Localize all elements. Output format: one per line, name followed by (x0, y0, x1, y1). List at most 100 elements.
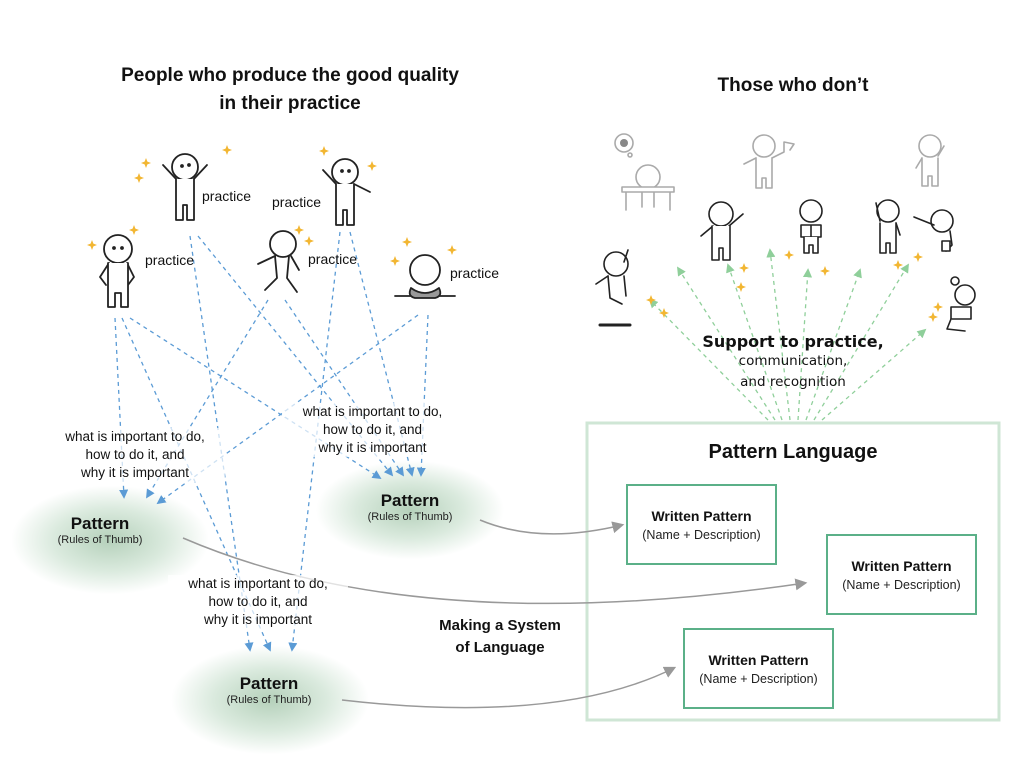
sparkle-icon (390, 256, 400, 266)
pattern-node: Pattern (Rules of Thumb) (40, 514, 160, 546)
sparkle-icon (784, 250, 794, 260)
annotation-line: why it is important (203, 612, 313, 627)
sparkle-icon (87, 240, 97, 250)
pattern-node: Pattern (Rules of Thumb) (350, 491, 470, 523)
pattern-name: Pattern (239, 674, 299, 693)
practice-label: practice (202, 188, 252, 204)
annotation-line: why it is important (318, 440, 427, 455)
left-section-title: People who produce the good quality in t… (60, 62, 520, 118)
sparkle-icon (447, 245, 457, 255)
person-idea-icon (946, 276, 976, 332)
left-title-line1: People who produce the good quality (121, 65, 459, 86)
green-dashed-connectors (648, 248, 927, 421)
pattern-name: Pattern (70, 514, 130, 533)
connector (677, 266, 776, 421)
arrow-pattern-to-written-2 (182, 537, 808, 605)
annotation-what-is-important: what is important to do, how to do it, a… (285, 403, 460, 457)
sparkle-icon (294, 225, 304, 235)
sparkle-icon (222, 145, 232, 155)
making-line: of Language (455, 639, 545, 656)
arrow-pattern-to-written-1 (479, 519, 625, 535)
gray-arrows (182, 519, 808, 709)
sparkle-icon (367, 161, 377, 171)
sparkle-icon (304, 236, 314, 246)
sparkle-icon (913, 252, 923, 262)
practice-label: practice (308, 251, 358, 267)
connector (821, 328, 927, 421)
person-sleeping-icon (614, 133, 675, 211)
sparkle-icon (129, 225, 139, 235)
person-icon (257, 230, 300, 293)
connector (726, 263, 783, 421)
annotation-what-is-important: what is important to do, how to do it, a… (168, 575, 348, 629)
person-reaching-icon (913, 209, 954, 252)
person-reading-icon (799, 199, 823, 254)
person-icon (394, 254, 456, 299)
sparkle-icon (134, 173, 144, 183)
person-jumping-icon (595, 249, 629, 305)
person-thinking-icon (915, 134, 945, 187)
making-line: Making a System (439, 617, 561, 634)
support-line: and recognition (740, 374, 846, 390)
written-pattern-name: Written Pattern (651, 507, 752, 524)
sparkle-icon (736, 282, 746, 292)
person-icon (162, 153, 208, 221)
annotation-line: how to do it, and (208, 594, 308, 609)
written-pattern-box: Written Pattern (Name + Description) (683, 628, 834, 709)
person-waving-icon (700, 201, 744, 261)
pattern-subtitle: (Rules of Thumb) (57, 534, 143, 546)
practice-label: practice (272, 194, 322, 210)
pattern-name: Pattern (380, 491, 440, 510)
sparkle-icon (141, 158, 151, 168)
person-icon (99, 234, 135, 308)
connector (797, 268, 813, 421)
annotation-line: what is important to do, (65, 429, 205, 444)
annotation-line: what is important to do, (188, 576, 328, 591)
connector (284, 299, 405, 477)
pattern-language-box (585, 421, 1001, 722)
person-flag-icon (743, 134, 795, 189)
annotation-line: how to do it, and (85, 447, 185, 462)
written-pattern-description: (Name + Description) (699, 671, 818, 686)
support-main: Support to practice, (702, 332, 884, 351)
people-right (595, 133, 976, 332)
written-pattern-name: Written Pattern (851, 557, 952, 574)
connector (805, 268, 862, 421)
annotation-line: how to do it, and (322, 422, 423, 437)
written-pattern-description: (Name + Description) (842, 577, 961, 592)
left-title-line2: in their practice (219, 93, 361, 114)
people-left (99, 153, 456, 308)
practice-label: practice (145, 252, 195, 268)
annotation-line: what is important to do, (302, 404, 443, 419)
sparkle-icon (659, 308, 669, 318)
annotation-line: why it is important (80, 465, 190, 480)
sparkle-icon (928, 312, 938, 322)
connector (813, 263, 909, 421)
arrow-pattern-to-written-3 (341, 666, 677, 709)
pattern-node: Pattern (Rules of Thumb) (209, 674, 329, 706)
sparkle-icon (820, 266, 830, 276)
connector (416, 314, 429, 477)
support-text: Support to practice, communication, and … (693, 332, 893, 393)
sparkle-icon (402, 237, 412, 247)
sparkle-icon (933, 302, 943, 312)
sparkle-icon (319, 146, 329, 156)
sparkles (87, 145, 943, 322)
sparkle-icon (739, 263, 749, 273)
connector (129, 317, 382, 479)
written-pattern-box: Written Pattern (Name + Description) (626, 484, 777, 565)
written-pattern-name: Written Pattern (708, 651, 809, 668)
pattern-subtitle: (Rules of Thumb) (226, 694, 312, 706)
practice-label: practice (450, 265, 500, 281)
making-system-label: Making a System of Language (420, 615, 580, 659)
written-pattern-description: (Name + Description) (642, 527, 761, 542)
sparkle-icon (893, 260, 903, 270)
right-section-title: Those who don’t (717, 75, 869, 96)
pattern-language-title: Pattern Language (708, 441, 878, 463)
annotation-what-is-important: what is important to do, how to do it, a… (45, 428, 225, 482)
connector (114, 317, 129, 499)
person-scratching-icon (875, 199, 901, 254)
person-icon (322, 158, 371, 226)
pattern-glow (170, 645, 370, 755)
sparkle-icon (646, 295, 656, 305)
